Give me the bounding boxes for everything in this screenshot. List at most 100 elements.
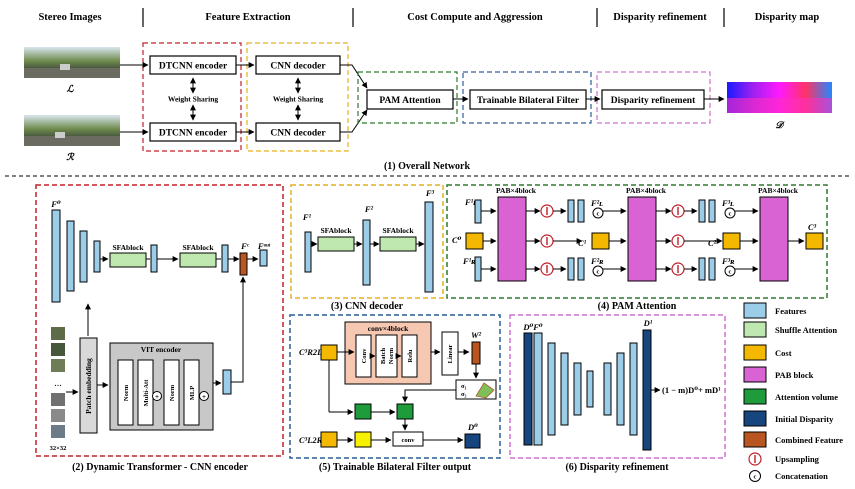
patch-embedding-label: Patch embedding xyxy=(84,358,93,414)
w2-label: W² xyxy=(471,330,482,340)
dtcnn-encoder-label-bottom: DTCNN encoder xyxy=(159,129,228,139)
batch-label: Batch xyxy=(380,347,387,364)
pam-f3l-label: F³ʟ xyxy=(721,198,734,208)
conv-box xyxy=(392,431,424,447)
bilateral-panel xyxy=(289,314,501,459)
encoder-fout-label: Fᵒᵘᵗ xyxy=(257,241,271,251)
attention-volume-box-2 xyxy=(396,403,414,420)
refinement-panel xyxy=(509,314,726,459)
vit-multiatt-label: Multi-Att xyxy=(143,379,150,407)
norm-label: Norm xyxy=(388,347,395,364)
pam-stage-1: PAB×4block F¹ʟ C⁰ F¹ʀ xyxy=(452,186,537,282)
refinement-formula: (1 − m)D⁰+ mD¹ xyxy=(662,385,721,395)
pam-upsampling-arrows xyxy=(546,207,679,273)
sfablock-box-1 xyxy=(109,252,147,268)
legend-cost: Cost xyxy=(775,348,792,358)
pam-f1r-bar xyxy=(474,256,482,282)
concat-icon-2: c xyxy=(597,269,600,276)
vit-output-feature xyxy=(222,369,232,395)
right-image-label: ℛ xyxy=(66,152,75,163)
pam-f1l-bar xyxy=(474,199,482,224)
pab-block-1 xyxy=(497,196,527,282)
pam-c0-label: C⁰ xyxy=(452,235,462,245)
weight-sharing-label-1: Weight Sharing xyxy=(168,95,218,104)
bilateral-filter-label: Trainable Bilateral Filter xyxy=(477,96,580,106)
cnn-decoder-panel xyxy=(290,184,444,299)
pam-f2r-label: F²ʀ xyxy=(590,256,603,266)
pam-f3r-label: F³ʀ xyxy=(721,256,734,266)
pam-panel xyxy=(446,184,828,299)
decoder-sfablock-label-2: SFAblock xyxy=(382,226,414,235)
legend-features: Features xyxy=(775,306,807,316)
left-image-label: ℒ xyxy=(67,84,75,95)
header-stereo-images: Stereo Images xyxy=(38,12,101,23)
legend-attention-volume: Attention volume xyxy=(775,392,838,402)
relu-label: Relu xyxy=(407,349,414,362)
caption-refinement: (6) Disparity refinement xyxy=(565,462,669,473)
patch-size-label: 32×32 xyxy=(50,445,67,452)
decoder-f3-label: F³ xyxy=(425,188,435,198)
pab-label-1: PAB×4block xyxy=(496,186,537,195)
combined-feature-bar xyxy=(239,252,248,276)
decoder-sfablock-box-2 xyxy=(379,236,417,252)
vit-norm-label-1: Norm xyxy=(123,384,130,401)
caption-bilateral: (5) Trainable Bilateral Filter output xyxy=(319,462,472,473)
attention-volume-box-1 xyxy=(354,403,372,420)
pam-attention-label: PAM Attention xyxy=(379,96,441,106)
conv4block-label: conv×4block xyxy=(368,324,409,333)
decoder-f2-label: F² xyxy=(364,204,374,214)
bilateral-d0-label: D⁰ xyxy=(467,422,478,432)
legend-upsampling: Upsampling xyxy=(775,454,820,464)
pab-label-2: PAB×4block xyxy=(626,186,667,195)
encoder-fc-label: Fᶜ xyxy=(240,241,250,251)
disparity-refinement-label: Disparity refinement xyxy=(611,96,696,106)
vit-encoder-label: VIT encoder xyxy=(141,345,182,354)
encoder-feature-bars xyxy=(51,209,268,303)
shifted-cost-box xyxy=(354,431,372,448)
header-feature-extraction: Feature Extraction xyxy=(205,12,290,23)
concat-icon-1: c xyxy=(597,211,600,218)
stereo-image-right xyxy=(24,115,120,146)
disparity-map-image xyxy=(727,82,832,113)
legend-concatenation: Concatenation xyxy=(775,471,828,481)
pam-c3-label: C³ xyxy=(808,222,817,232)
legend-shuffle-attention: Shuffle Attention xyxy=(775,325,837,335)
linear-box xyxy=(441,331,459,376)
add-icon-2 xyxy=(199,391,209,401)
pam-dashed-region xyxy=(357,71,458,124)
legend-combined-feature: Combined Feature xyxy=(775,435,843,445)
vit-norm-label-2: Norm xyxy=(169,384,176,401)
caption-pam: (4) PAM Attention xyxy=(598,301,677,312)
vit-norm-box-1 xyxy=(117,359,134,426)
add-icon-1-glyph: + xyxy=(155,392,159,401)
vit-multiatt-box xyxy=(137,359,154,426)
weight-sharing-label-2: Weight Sharing xyxy=(273,95,323,104)
bilateral-c3r2l-label: C³R2L xyxy=(299,347,322,357)
add-icon-1 xyxy=(152,391,162,401)
decoder-f1-label: F¹ xyxy=(302,212,312,222)
pam-c1-label: C¹ xyxy=(578,238,587,248)
cnn-decoder-label-bottom: CNN decoder xyxy=(270,129,326,139)
pam-f1l-label: F¹ʟ xyxy=(464,197,477,207)
pam-c2-label: C² xyxy=(708,238,717,248)
sigma1-label: σ₁ xyxy=(461,383,467,390)
pam-f2l-label: F²ʟ xyxy=(590,198,603,208)
pab-block-3 xyxy=(759,196,789,282)
caption-overall-network: (1) Overall Network xyxy=(384,161,471,172)
decoder-sfablock-box-1 xyxy=(317,236,355,252)
dtcnn-encoder-label-top: DTCNN encoder xyxy=(159,62,228,72)
refinement-feature-bars xyxy=(533,332,638,446)
decoder-sfablock-label-1: SFAblock xyxy=(320,226,352,235)
disparity-map-label: 𝒟 xyxy=(775,121,785,131)
conv-label: Conv xyxy=(361,348,368,364)
sfablock-box-2 xyxy=(179,252,217,268)
refine-d1-label: D¹ xyxy=(643,318,653,328)
decoder-feature-bars xyxy=(304,201,434,293)
header-disparity-map: Disparity map xyxy=(755,12,820,23)
dtcnn-dashed-region xyxy=(142,42,242,152)
encoder-f0-label: F⁰ xyxy=(50,199,61,209)
pam-upsampling-icons xyxy=(540,204,685,276)
pam-stage-3: F³ʟ c C² F³ʀ c PAB×4block C³ xyxy=(698,186,824,282)
legend-concat-icon: c xyxy=(754,474,757,481)
